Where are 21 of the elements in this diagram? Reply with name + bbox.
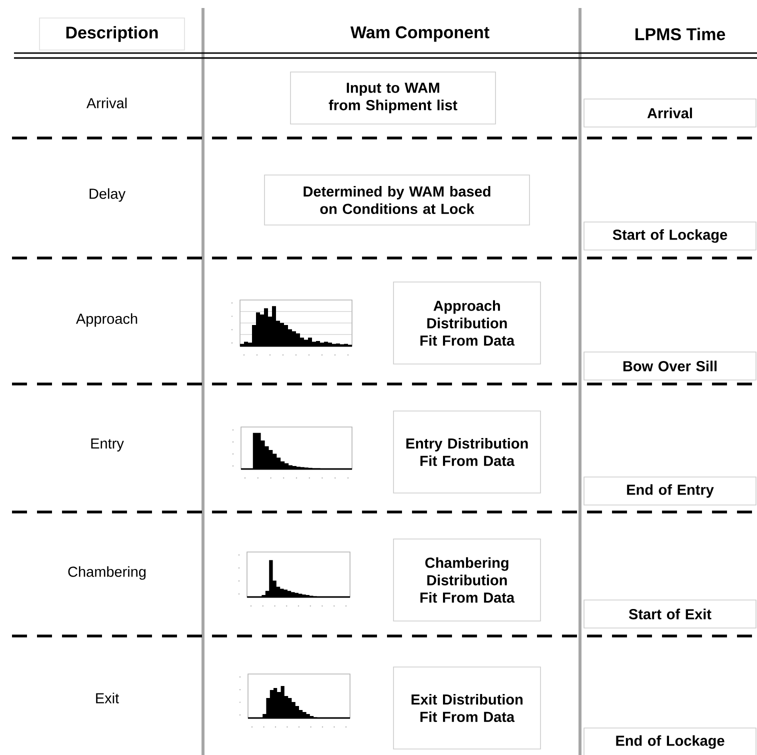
component-box: Entry Distribution Fit From Data — [393, 410, 541, 494]
column-header: LPMS Time — [636, 28, 726, 40]
component-box: Exit Distribution Fit From Data — [393, 666, 541, 750]
row-label: Arrival — [86, 98, 127, 108]
time-box: Start of Lockage — [584, 222, 756, 250]
header-box: Description — [39, 18, 185, 50]
row-label: Chambering — [68, 566, 146, 580]
time-box: End of Entry — [584, 476, 756, 506]
component-box: Determined by WAM based on Conditions at Lock — [264, 174, 530, 226]
component-box: Approach Distribution Fit From Data — [393, 282, 541, 364]
row-label: Delay — [90, 188, 126, 202]
row-label: Approach — [76, 313, 138, 327]
column-header: Wam Component — [350, 26, 490, 42]
time-box: Bow Over Sill — [584, 352, 756, 380]
time-box: Start of Exit — [584, 600, 756, 628]
time-box: Arrival — [584, 98, 756, 128]
time-box: End of Lockage — [584, 728, 756, 755]
component-box: Input to WAM from Shipment list — [290, 72, 496, 124]
row-label: Exit — [96, 692, 119, 704]
row-label: Entry — [91, 438, 124, 452]
component-box: Chambering Distribution Fit From Data — [393, 538, 541, 622]
